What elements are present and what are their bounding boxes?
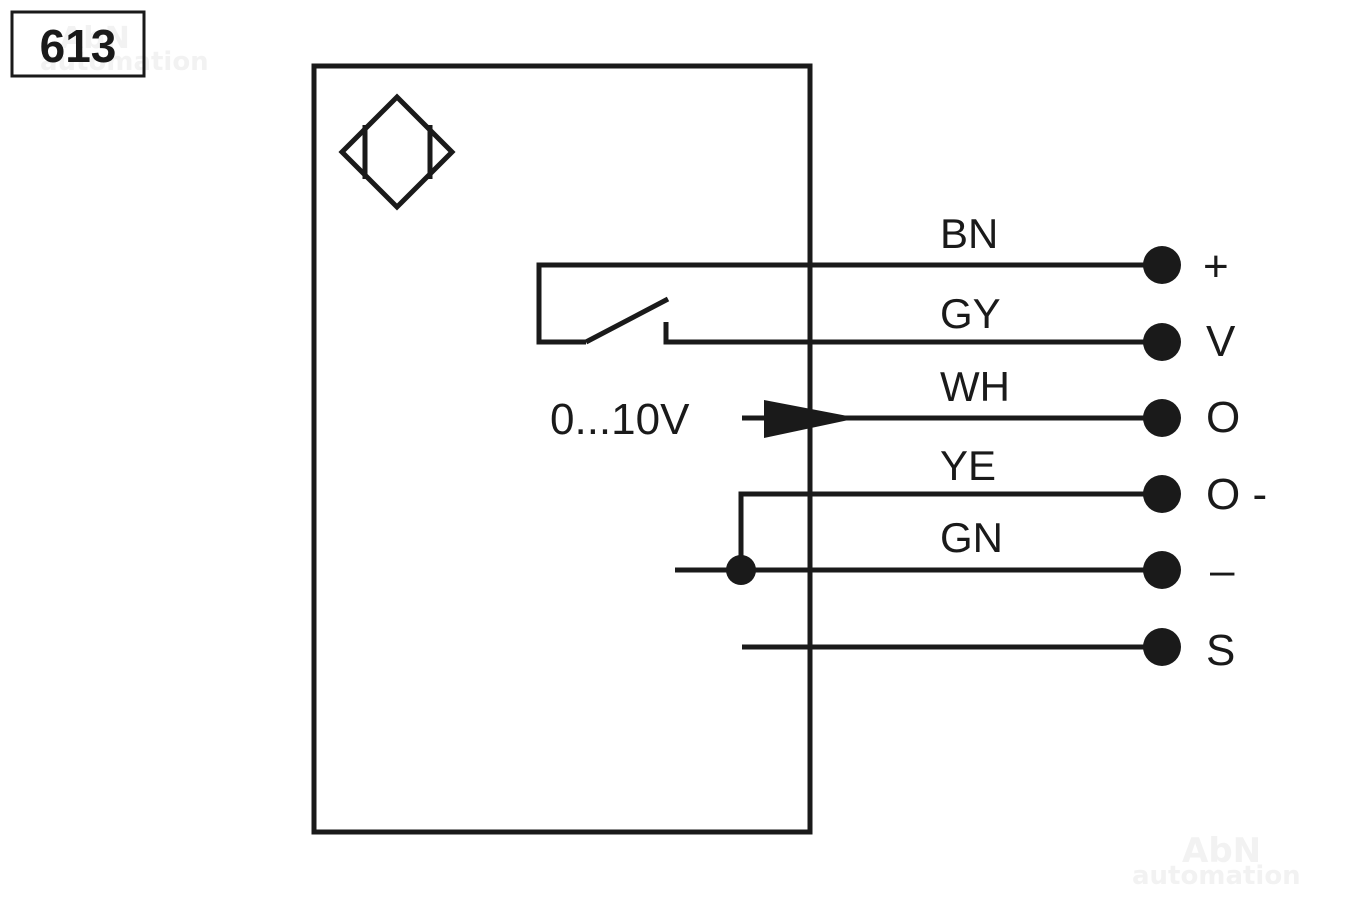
svg-text:automation: automation (1132, 861, 1301, 891)
terminal-dot-o (1143, 399, 1181, 437)
figure-number-badge: 613 (10, 10, 146, 78)
terminal-dot-minus (1143, 551, 1181, 589)
wire-label-wh: WH (940, 363, 1010, 410)
sensor-housing (311, 63, 813, 835)
wire-ye (738, 491, 1162, 570)
terminal-label-plus: + (1203, 242, 1229, 291)
terminal-label-v: V (1206, 317, 1236, 366)
junction-dot (726, 555, 756, 585)
wire-label-ye: YE (940, 442, 996, 489)
arrow-icon (764, 400, 858, 438)
svg-text:AbN: AbN (60, 21, 130, 56)
switch-contact-icon (584, 296, 1162, 345)
wire-label-gy: GY (940, 290, 1001, 337)
terminal-label-o: O (1206, 393, 1240, 442)
wire-bn (536, 262, 1162, 345)
sensor-symbol-icon (338, 93, 456, 211)
signal-range-label: 0...10V (550, 395, 690, 444)
terminal-label-o-minus: O - (1206, 470, 1267, 519)
terminal-dot-s (1143, 628, 1181, 666)
wire-label-bn: BN (940, 210, 998, 257)
svg-text:automation: automation (40, 47, 209, 77)
wire-label-gn: GN (940, 514, 1003, 561)
figure-number: 613 (40, 20, 117, 72)
figure-number-frame (10, 10, 146, 78)
terminal-label-s: S (1206, 626, 1235, 675)
terminal-label-minus: – (1210, 546, 1235, 595)
terminal-dot-o-minus (1143, 475, 1181, 513)
svg-text:AbN: AbN (1182, 831, 1261, 871)
terminal-dot-plus (1143, 246, 1181, 284)
watermark-top-left: AbN automation (40, 21, 209, 77)
watermark-bottom-right: AbN automation (1132, 831, 1301, 891)
terminal-dot-v (1143, 323, 1181, 361)
wire-wh (742, 400, 1162, 438)
